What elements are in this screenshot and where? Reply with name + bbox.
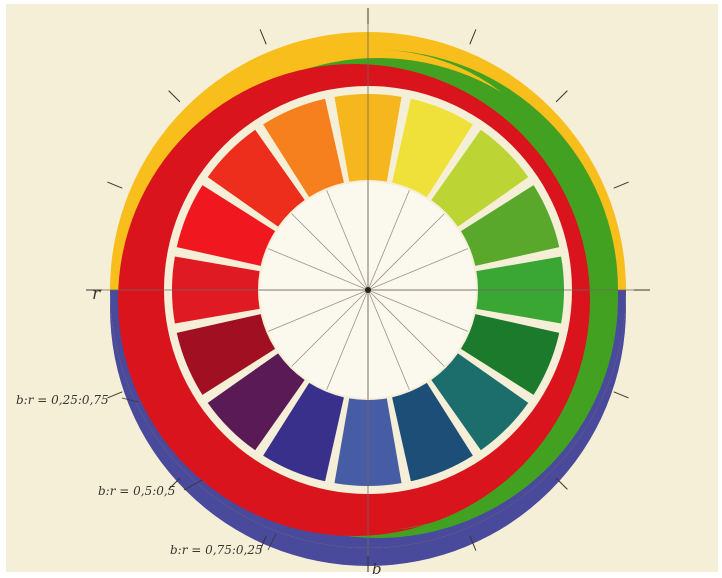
label-red-axis: r	[92, 284, 100, 304]
label-ratio-025-075: b:r = 0,25:0,75	[16, 393, 109, 407]
label-blue-axis: b	[372, 560, 382, 578]
color-circle-plate: r b b:r = 0,25:0,75 b:r = 0,5:0,5 b:r = …	[6, 4, 718, 572]
label-ratio-075-025: b:r = 0,75:0,25	[170, 543, 263, 557]
label-ratio-05-05: b:r = 0,5:0,5	[98, 484, 175, 498]
axis-center-mark	[365, 287, 371, 293]
